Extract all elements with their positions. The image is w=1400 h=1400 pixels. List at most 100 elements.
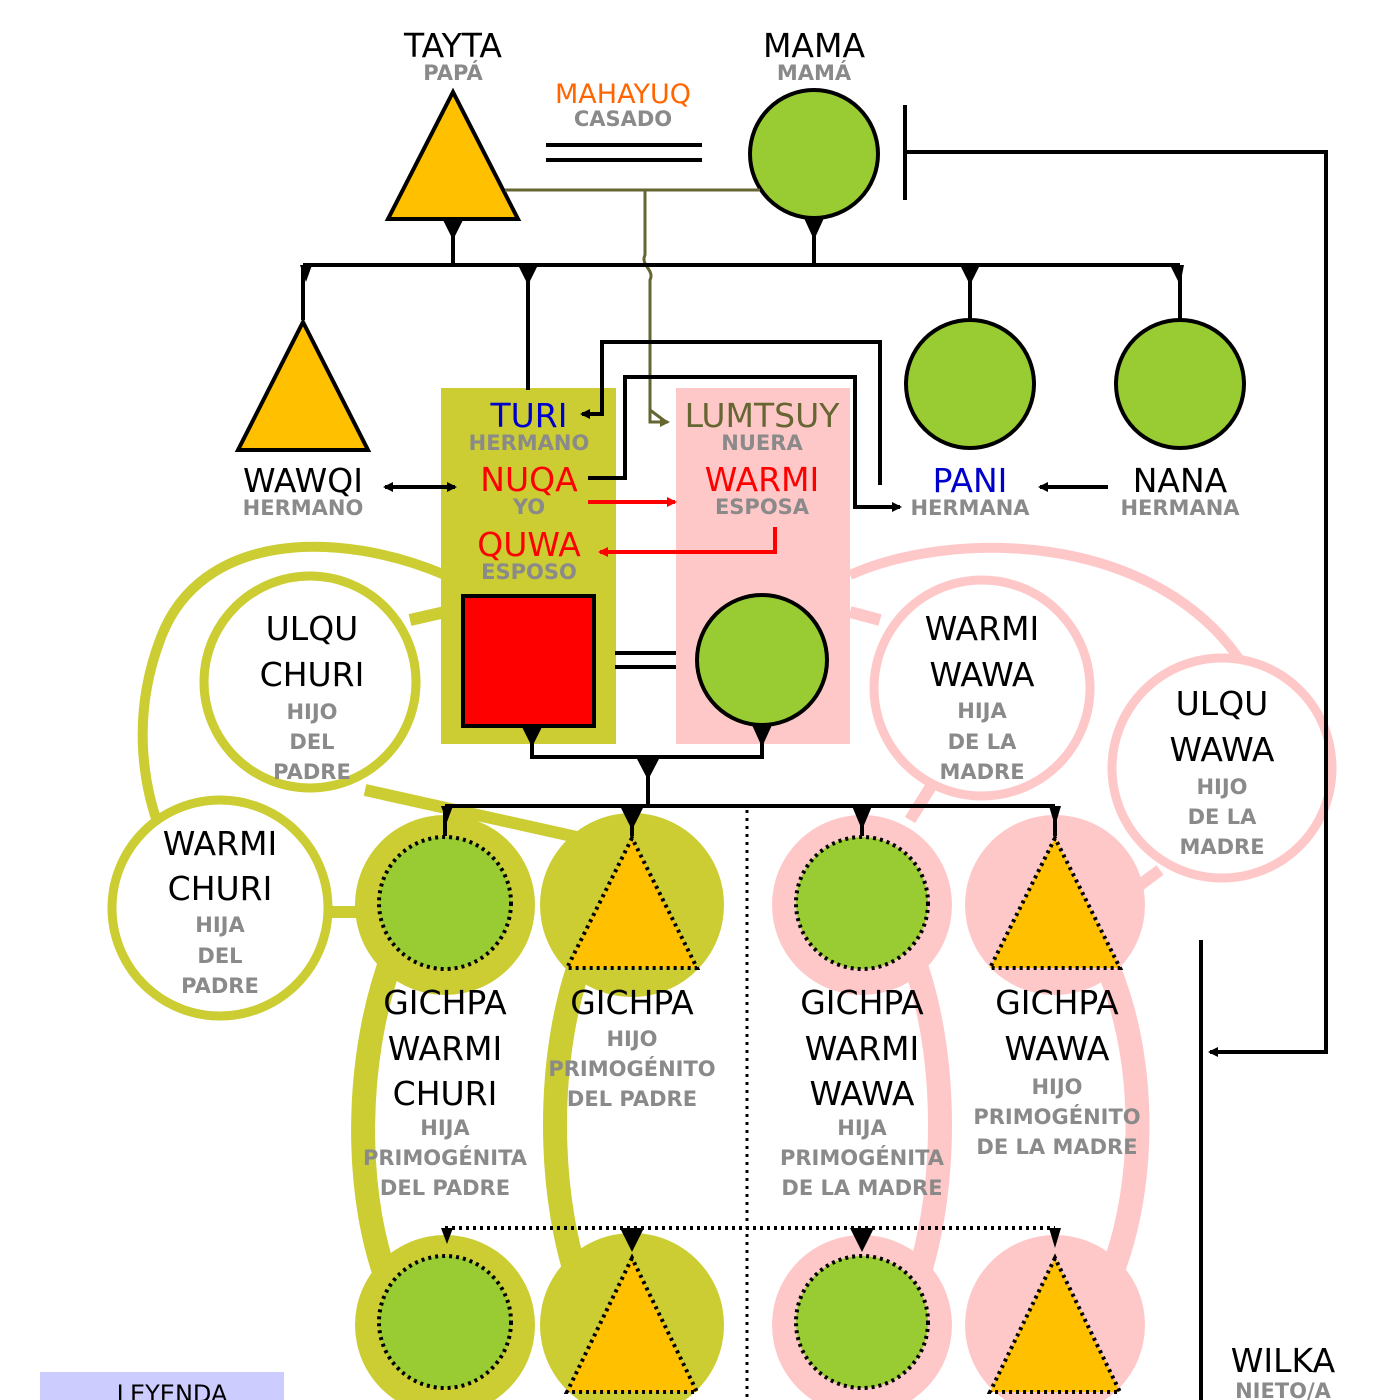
legend-box <box>40 1372 284 1400</box>
warmi-wawa-name-1: WARMI <box>925 609 1040 648</box>
gichpa-warmi-wawa-gloss-3: DE LA MADRE <box>781 1176 942 1200</box>
children-marker-1 <box>441 806 453 822</box>
mother-side-link-2 <box>1136 865 1164 890</box>
gichpa-hijo-padre-gloss-1: HIJO <box>606 1027 657 1051</box>
wilka-line <box>905 150 1328 1057</box>
gichpa-warmi-churi-name-1: GICHPA <box>383 983 507 1022</box>
gichpa-warmi-wawa-name-3: WAWA <box>810 1074 915 1113</box>
grandchild-3-circle-icon <box>794 1254 930 1390</box>
wawqi-triangle-icon <box>234 317 372 452</box>
ulqu-wawa-gloss-1: HIJO <box>1196 775 1247 799</box>
ulqu-wawa-name-1: ULQU <box>1176 684 1269 723</box>
father-side-band-1 <box>351 945 407 1305</box>
grandchild-1-circle-icon <box>377 1254 513 1390</box>
quwa-gloss: ESPOSO <box>481 560 577 584</box>
lumtsuy-arrow <box>648 410 670 427</box>
gichpa-warmi-churi-gloss-1: HIJA <box>420 1116 470 1140</box>
ulqu-churi-name-1: ULQU <box>266 609 359 648</box>
ulqu-churi-gloss-1: HIJO <box>286 700 337 724</box>
ulqu-wawa-gloss-3: MADRE <box>1179 835 1264 859</box>
wilka-gloss: NIETO/A <box>1235 1379 1332 1400</box>
mama-label: MAMA <box>763 26 866 65</box>
spouse-circle-icon <box>695 593 829 727</box>
nuqa-to-pani-line <box>588 375 902 512</box>
mahayuq-label: MAHAYUQ <box>555 79 691 110</box>
ulqu-churi-gloss-3: PADRE <box>273 760 351 784</box>
tayta-gloss: PAPÁ <box>423 60 483 85</box>
warmi-churi-gloss-2: DEL <box>197 944 242 968</box>
warmi-wawa-gloss-1: HIJA <box>957 699 1007 723</box>
gichpa-warmi-churi-gloss-2: PRIMOGÉNITA <box>363 1145 528 1170</box>
warmi-churi-ring <box>107 795 333 1021</box>
sibling-marker-ego <box>518 265 538 285</box>
warmi-wawa-gloss-2: DE LA <box>948 730 1017 754</box>
child-4-triangle-icon <box>986 833 1124 970</box>
lumtsuy-gloss: NUERA <box>721 431 803 455</box>
nana-gloss: HERMANA <box>1120 496 1240 520</box>
father-side-link-3 <box>408 606 447 626</box>
warmi-wawa-name-2: WAWA <box>930 655 1035 694</box>
father-side-arc <box>137 541 447 832</box>
nana-label: NANA <box>1133 461 1228 500</box>
union-line <box>505 188 760 424</box>
ulqu-churi-ring <box>199 571 421 793</box>
turi-gloss: HERMANO <box>469 431 590 455</box>
pani-circle-icon <box>904 318 1036 450</box>
grandchildren-marker-3 <box>850 1228 874 1252</box>
gichpa-wawa-gloss-3: DE LA MADRE <box>976 1135 1137 1159</box>
gichpa-warmi-churi-gloss-3: DEL PADRE <box>380 1176 510 1200</box>
children-marker-4 <box>1049 806 1061 826</box>
warmi-wawa-ring <box>869 575 1095 801</box>
ulqu-wawa-name-2: WAWA <box>1170 730 1275 769</box>
wawqi-gloss: HERMANO <box>243 496 364 520</box>
nuqa-label: NUQA <box>480 460 578 499</box>
pani-label: PANI <box>933 461 1008 500</box>
nana-circle-icon <box>1114 318 1246 450</box>
grandchildren-marker-1 <box>441 1228 453 1244</box>
sibling-marker-nana <box>1170 265 1184 285</box>
warmi-gloss: ESPOSA <box>715 495 810 519</box>
sibling-marker-wawqi <box>300 265 312 282</box>
grandchildren-marker-2 <box>620 1228 644 1252</box>
tayta-triangle-icon <box>384 87 522 221</box>
mahayuq-gloss: CASADO <box>574 107 672 131</box>
gichpa-warmi-wawa-gloss-2: PRIMOGÉNITA <box>780 1145 945 1170</box>
mother-side-arc <box>847 542 1245 663</box>
grandchild-4-triangle-icon <box>986 1253 1124 1394</box>
warmi-churi-name-2: CHURI <box>168 869 273 908</box>
pani-gloss: HERMANA <box>910 496 1030 520</box>
mother-side-band-1 <box>898 945 952 1305</box>
warmi-to-quwa-arrow <box>598 527 777 557</box>
mama-circle-icon <box>748 88 880 220</box>
gichpa-warmi-wawa-name-1: GICHPA <box>800 983 924 1022</box>
pani-to-turi-line <box>580 340 882 485</box>
tayta-label: TAYTA <box>403 26 502 65</box>
ulqu-wawa-gloss-2: DE LA <box>1188 805 1257 829</box>
gichpa-wawa-name-1: GICHPA <box>995 983 1119 1022</box>
grandchild-2-triangle-icon <box>563 1253 701 1394</box>
gichpa-warmi-wawa-gloss-1: HIJA <box>837 1116 887 1140</box>
ulqu-wawa-ring <box>1107 653 1337 883</box>
lumtsuy-label: LUMTSUY <box>685 396 841 435</box>
warmi-churi-gloss-1: HIJA <box>195 913 245 937</box>
descent-marker-children <box>636 757 660 780</box>
child-1-circle-icon <box>377 835 513 971</box>
children-marker-3 <box>852 806 872 830</box>
quwa-label: QUWA <box>477 525 581 564</box>
mother-side-link-3 <box>848 606 882 626</box>
gichpa-wawa-gloss-1: HIJO <box>1031 1075 1082 1099</box>
ego-square-icon <box>461 594 596 728</box>
father-side-link-2 <box>363 784 592 846</box>
gichpa-wawa-name-2: WAWA <box>1005 1029 1110 1068</box>
children-marker-2 <box>620 806 644 830</box>
sibling-marker-pani <box>960 265 980 285</box>
wawqi-label: WAWQI <box>243 461 363 500</box>
mama-gloss: MAMÁ <box>777 60 852 85</box>
gichpa-hijo-padre-name-1: GICHPA <box>570 983 694 1022</box>
gichpa-warmi-churi-name-2: WARMI <box>388 1029 503 1068</box>
ulqu-churi-gloss-2: DEL <box>289 730 334 754</box>
gichpa-wawa-gloss-2: PRIMOGÉNITO <box>973 1104 1140 1129</box>
warmi-label: WARMI <box>705 460 820 499</box>
turi-label: TURI <box>490 396 568 435</box>
